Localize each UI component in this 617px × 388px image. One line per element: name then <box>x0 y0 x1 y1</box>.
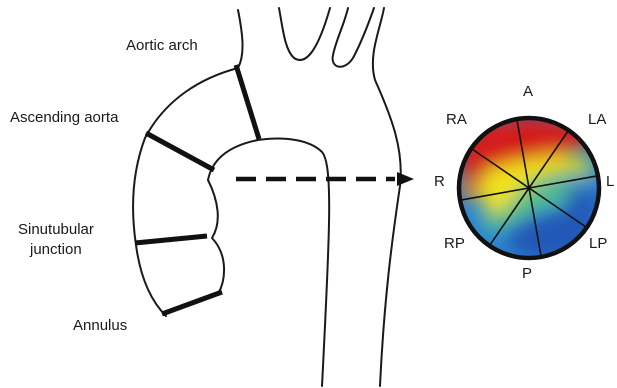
sector-label-rp: RP <box>444 235 465 252</box>
brachiocephalic-artery <box>279 8 330 60</box>
label-aortic-arch: Aortic arch <box>126 37 198 54</box>
arrowhead-icon <box>397 172 414 186</box>
section-arrow <box>236 172 414 186</box>
sector-label-a: A <box>523 83 533 100</box>
label-annulus: Annulus <box>73 317 127 334</box>
sector-label-ra: RA <box>446 111 467 128</box>
sector-label-r: R <box>434 173 445 190</box>
aorta-outline <box>133 8 401 386</box>
descending-aorta-wall <box>373 8 401 386</box>
sector-label-lp: LP <box>589 235 607 252</box>
ascending-divider <box>146 133 214 170</box>
label-sinutubular-line1: Sinutubular <box>18 221 94 238</box>
aorta-inner-curve <box>208 139 329 387</box>
label-sinutubular-line2: junction <box>29 241 82 258</box>
label-ascending-aorta: Ascending aorta <box>10 109 119 126</box>
aortic-root-bulge <box>208 180 224 294</box>
cross-section-map <box>455 114 605 264</box>
sector-label-p: P <box>522 265 532 282</box>
annulus-divider <box>162 292 222 314</box>
sector-label-la: LA <box>588 111 606 128</box>
segment-dividers <box>135 65 259 314</box>
anatomy-labels: Aortic arch Ascending aorta Sinutubular … <box>10 37 198 334</box>
aorta-outer-wall <box>133 10 243 316</box>
sector-label-l: L <box>606 173 614 190</box>
arch-divider <box>236 65 259 139</box>
sinutubular-divider <box>135 236 207 243</box>
left-carotid-artery <box>333 8 374 67</box>
